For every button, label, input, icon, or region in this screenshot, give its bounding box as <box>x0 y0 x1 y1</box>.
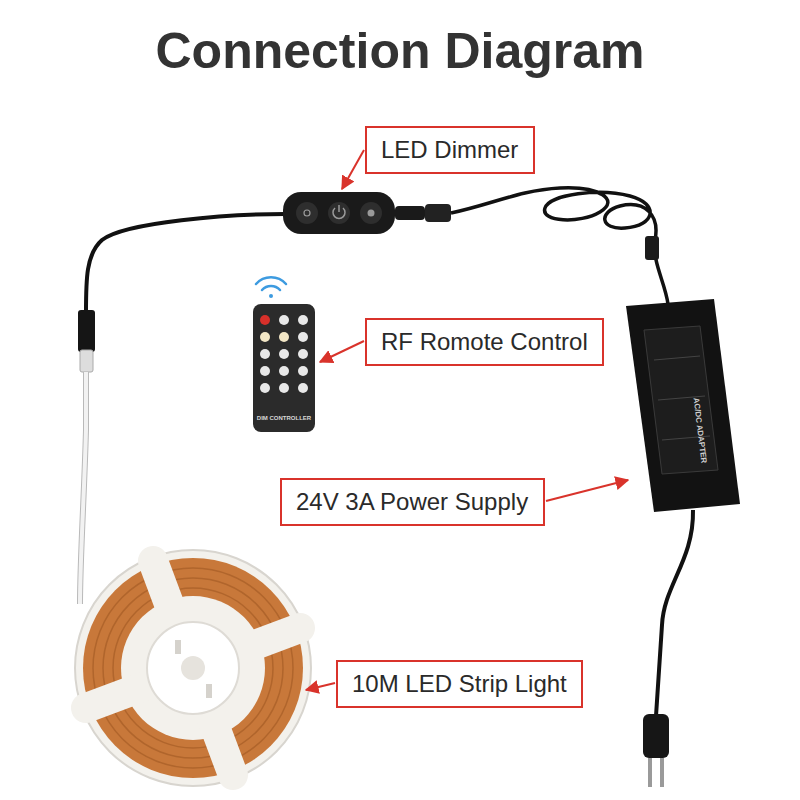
led-strip-reel <box>75 550 311 786</box>
diagram-title: Connection Diagram <box>0 22 800 80</box>
rf-remote-control <box>253 277 315 432</box>
callout-box: 10M LED Strip Light <box>336 660 583 708</box>
callout-text: LED Dimmer <box>381 135 518 165</box>
power-input-cable <box>395 188 668 304</box>
power-supply-brick <box>626 299 740 787</box>
led-dimmer-device <box>283 192 395 234</box>
callout-text: RF Romote Control <box>381 327 588 357</box>
leader-lines <box>306 150 628 690</box>
callout-box: 24V 3A Power Supply <box>280 478 545 526</box>
callout-box: RF Romote Control <box>365 318 604 366</box>
callout-text: 24V 3A Power Supply <box>296 487 528 517</box>
callout-text: 10M LED Strip Light <box>352 669 567 699</box>
callout-box: LED Dimmer <box>365 126 535 174</box>
device-print: DIM CONTROLLER <box>257 415 311 421</box>
